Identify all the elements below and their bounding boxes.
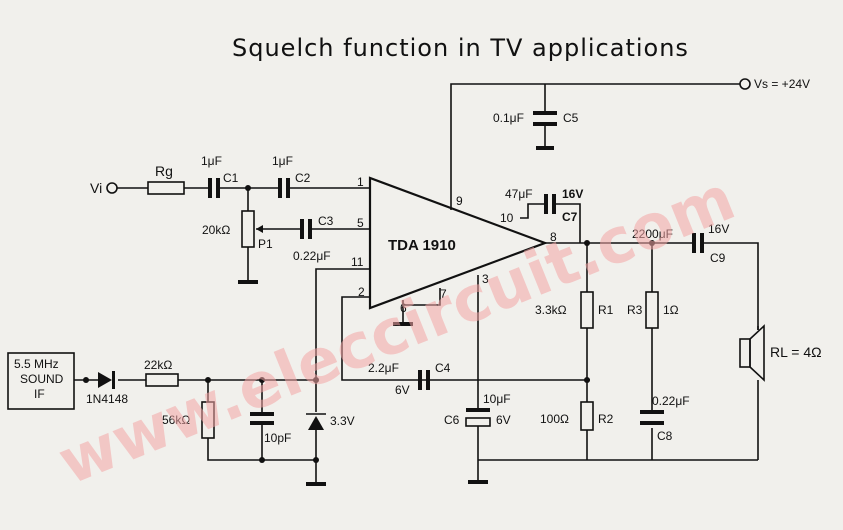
ground-symbol bbox=[238, 280, 258, 284]
c10pf-capacitor bbox=[250, 421, 274, 425]
c6-ref: C6 bbox=[444, 413, 460, 427]
c2-value: 1μF bbox=[272, 154, 293, 168]
c8-capacitor bbox=[640, 421, 664, 425]
r22k-resistor bbox=[145, 373, 179, 387]
c5-value: 0.1μF bbox=[493, 111, 524, 125]
rg-resistor bbox=[147, 181, 185, 195]
feedback-caps: 2.2μF C4 6V 10μF C6 6V bbox=[368, 275, 511, 484]
rg-label: Rg bbox=[155, 163, 173, 179]
vs-terminal bbox=[739, 78, 751, 90]
control-wiring bbox=[315, 268, 590, 412]
r2-ref: R2 bbox=[598, 412, 614, 426]
watermark: www.eleccircuit.com bbox=[48, 161, 744, 499]
c7-ref: C7 bbox=[562, 210, 578, 224]
c4-value: 2.2μF bbox=[368, 361, 399, 375]
zener-icon bbox=[308, 416, 324, 430]
c3-capacitor bbox=[308, 219, 312, 239]
output-section: 2200μF 16V C9 3.3kΩ R1 100Ω R2 R3 1Ω 0.2… bbox=[478, 222, 822, 461]
zener-label: 3.3V bbox=[330, 414, 355, 428]
pin-3-label: 3 bbox=[482, 272, 489, 286]
r3-ref: R3 bbox=[627, 303, 643, 317]
rl-label: RL = 4Ω bbox=[770, 344, 822, 360]
sound-if-line1: 5.5 MHz bbox=[14, 357, 59, 371]
c1-value: 1μF bbox=[201, 154, 222, 168]
c6-capacitor bbox=[465, 417, 491, 427]
ground-symbol bbox=[536, 146, 554, 150]
pin-9-label: 9 bbox=[456, 194, 463, 208]
vi-label: Vi bbox=[90, 180, 102, 196]
c6-value: 10μF bbox=[483, 392, 511, 406]
pin-7-label: 7 bbox=[440, 287, 447, 301]
r56k-resistor bbox=[201, 401, 215, 439]
c4-rating: 6V bbox=[395, 383, 410, 397]
diode-label: 1N4148 bbox=[86, 392, 128, 406]
r3-value: 1Ω bbox=[663, 303, 679, 317]
p1-potentiometer bbox=[241, 210, 255, 248]
r22k-label: 22kΩ bbox=[144, 358, 172, 372]
c7-bootstrap: 47μF 16V C7 bbox=[450, 187, 583, 243]
pin-1-label: 1 bbox=[357, 175, 364, 189]
r2-resistor bbox=[580, 401, 594, 431]
sound-if-block bbox=[7, 352, 75, 410]
c4-capacitor bbox=[426, 370, 430, 390]
sound-if-section: 5.5 MHz SOUND IF 1N4148 22kΩ 56kΩ 10pF 3… bbox=[7, 352, 355, 486]
c5-ref: C5 bbox=[563, 111, 579, 125]
c3-ref: C3 bbox=[318, 214, 334, 228]
c7-capacitor bbox=[552, 194, 556, 214]
c1-ref: C1 bbox=[223, 171, 239, 185]
c10pf-label: 10pF bbox=[264, 431, 291, 445]
c9-value: 2200μF bbox=[632, 227, 673, 241]
pin-8-label: 8 bbox=[550, 230, 557, 244]
input-section: Vi Rg 1μF C1 1μF C2 20kΩ P1 C3 0.22μF bbox=[90, 154, 370, 284]
c9-ref: C9 bbox=[710, 251, 726, 265]
c8-ref: C8 bbox=[657, 429, 673, 443]
ground-symbol bbox=[468, 480, 488, 484]
sound-if-line3: IF bbox=[34, 387, 45, 401]
c4-ref: C4 bbox=[435, 361, 451, 375]
supply-rail: Vs = +24V 0.1μF C5 bbox=[450, 77, 810, 203]
diagram-title: Squelch function in TV applications bbox=[232, 34, 689, 62]
r1-resistor bbox=[580, 291, 594, 329]
pin-11-label: 11 bbox=[351, 255, 364, 269]
p1-ref: P1 bbox=[258, 237, 273, 251]
c9-capacitor bbox=[700, 233, 704, 253]
c6-rating: 6V bbox=[496, 413, 511, 427]
c2-ref: C2 bbox=[295, 171, 311, 185]
c3-value: 0.22μF bbox=[293, 249, 331, 263]
speaker-icon bbox=[739, 338, 751, 368]
diode-icon bbox=[98, 372, 112, 388]
p1-value: 20kΩ bbox=[202, 223, 230, 237]
ground-symbol bbox=[306, 482, 326, 486]
r2-value: 100Ω bbox=[540, 412, 569, 426]
pin-10-label: 10 bbox=[500, 211, 514, 225]
c7-value: 47μF bbox=[505, 187, 533, 201]
r3-resistor bbox=[645, 291, 659, 329]
sound-if-line2: SOUND bbox=[20, 372, 64, 386]
c1-capacitor bbox=[216, 178, 220, 198]
vi-terminal bbox=[106, 182, 118, 194]
r1-value: 3.3kΩ bbox=[535, 303, 567, 317]
c2-capacitor bbox=[286, 178, 290, 198]
vs-label: Vs = +24V bbox=[754, 77, 810, 91]
pin-5-label: 5 bbox=[357, 216, 364, 230]
c9-rating: 16V bbox=[708, 222, 729, 236]
ground-symbol bbox=[393, 322, 413, 326]
c7-rating: 16V bbox=[562, 187, 583, 201]
ic-label: TDA 1910 bbox=[388, 237, 456, 254]
pin-2-label: 2 bbox=[358, 285, 365, 299]
r1-ref: R1 bbox=[598, 303, 614, 317]
r56k-label: 56kΩ bbox=[162, 413, 190, 427]
c8-value: 0.22μF bbox=[652, 394, 690, 408]
